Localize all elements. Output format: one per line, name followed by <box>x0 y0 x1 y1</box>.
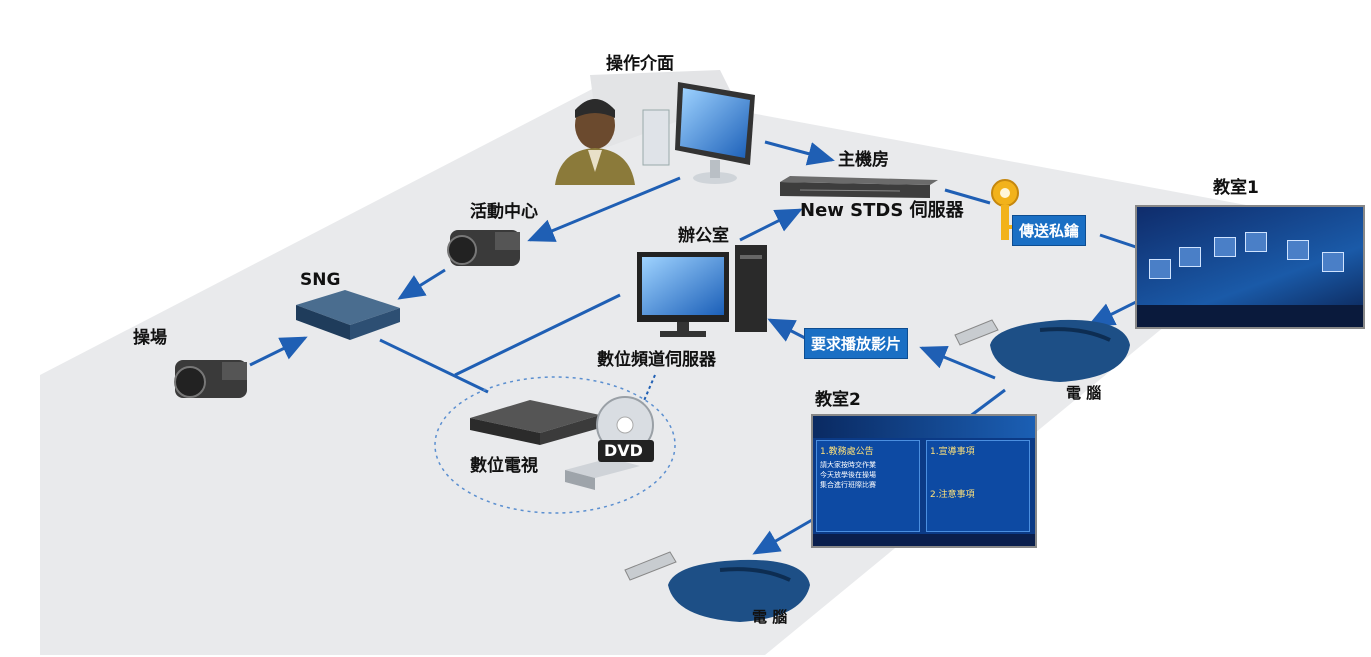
line-server-key <box>944 188 991 205</box>
label-computer1: 電 腦 <box>1066 384 1102 402</box>
office-computer-icon <box>637 245 767 337</box>
dvd-drive-icon <box>565 396 654 490</box>
rack-server-icon <box>780 176 938 198</box>
tag-send-key: 傳送私鑰 <box>1012 215 1087 246</box>
app-icon <box>1245 232 1267 252</box>
remote1-icon <box>954 319 999 346</box>
line-playground-sng <box>249 336 308 367</box>
app-icon <box>1214 237 1236 257</box>
announcement-column-2: 1.宣導事項 2.注意事項 <box>926 440 1030 532</box>
app-icon <box>1149 259 1171 279</box>
computer2-settop-icon <box>668 559 810 622</box>
label-computer2: 電 腦 <box>752 608 788 626</box>
remote2-icon <box>624 551 677 581</box>
label-activity-center: 活動中心 <box>470 202 538 222</box>
label-server: New STDS 伺服器 <box>800 200 964 221</box>
key-icon <box>991 179 1019 240</box>
label-operator: 操作介面 <box>606 54 674 74</box>
announcement-line: 請大家按時交作業 <box>820 461 876 469</box>
announcement-title-1: 1.教務處公告 <box>820 447 874 457</box>
camcorder-activity-icon <box>447 230 520 266</box>
classroom1-screen <box>1135 205 1365 329</box>
label-classroom1: 教室1 <box>1213 178 1259 198</box>
line-request-office <box>767 318 806 342</box>
classroom2-screen-footer <box>813 534 1035 546</box>
tag-request-video: 要求播放影片 <box>804 328 909 359</box>
line-classroom2-computer2 <box>752 518 813 555</box>
line-computer1-request <box>919 346 996 380</box>
classroom2-screen-header <box>813 416 1035 438</box>
announcement-title-2: 1.宣導事項 <box>930 447 975 457</box>
label-channel-server: 數位頻道伺服器 <box>597 350 716 370</box>
announcement-line: 集合進行班際比賽 <box>820 481 876 489</box>
floor-platform <box>40 85 1300 655</box>
label-dvd: DVD <box>604 441 643 460</box>
sng-device-icon <box>296 290 400 340</box>
classroom2-screen: 1.教務處公告 請大家按時交作業 今天放學後在操場 集合進行班際比賽 1.宣導事… <box>811 414 1037 548</box>
announcement-column-1: 1.教務處公告 請大家按時交作業 今天放學後在操場 集合進行班際比賽 <box>816 440 920 532</box>
app-icon <box>1322 252 1344 272</box>
label-classroom2: 教室2 <box>815 390 861 410</box>
announcement-line: 今天放學後在操場 <box>820 471 876 479</box>
label-digital-tv: 數位電視 <box>470 456 538 476</box>
app-icon <box>1287 240 1309 260</box>
line-office-server <box>739 208 803 242</box>
line-operator-serverroom <box>764 140 835 166</box>
line-activity-sng <box>397 268 446 300</box>
label-sng: SNG <box>300 270 341 290</box>
label-playground: 操場 <box>133 328 167 348</box>
line-office-tv <box>454 293 621 377</box>
classroom1-menu-bar <box>1137 305 1363 327</box>
digital-tv-group-ellipse <box>434 376 676 514</box>
digital-tv-box-icon <box>470 400 600 445</box>
announcement-title-3: 2.注意事項 <box>930 490 975 500</box>
operator-computer-icon <box>642 82 755 184</box>
computer1-settop-icon <box>990 319 1130 382</box>
label-office: 辦公室 <box>678 226 729 246</box>
line-sng-tv <box>379 338 489 394</box>
operator-person-icon <box>555 99 635 185</box>
line-operator-activity <box>527 176 681 242</box>
app-icon <box>1179 247 1201 267</box>
camcorder-playground-icon <box>174 360 247 398</box>
label-server-room: 主機房 <box>838 150 889 170</box>
